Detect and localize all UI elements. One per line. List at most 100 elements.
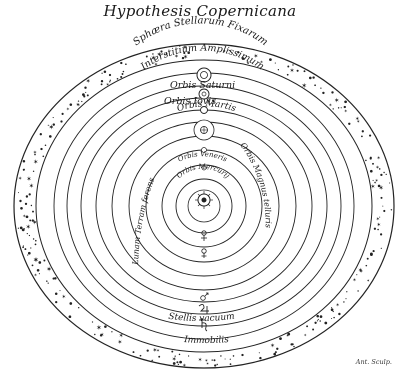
star-dot xyxy=(32,219,34,221)
star-dot xyxy=(20,227,23,230)
star-dot xyxy=(381,248,382,249)
star-dot xyxy=(70,103,73,106)
label-saturn: Orbis Saturni xyxy=(170,80,235,91)
star-dot xyxy=(317,320,318,321)
star-icon: ✶ xyxy=(328,102,332,108)
star-dot xyxy=(372,163,374,165)
star-dot xyxy=(379,168,381,170)
star-icon: ✶ xyxy=(182,363,186,369)
star-dot xyxy=(214,364,216,366)
star-dot xyxy=(158,356,160,358)
star-dot xyxy=(324,322,327,325)
star-dot xyxy=(40,133,42,135)
star-dot xyxy=(23,160,26,163)
sun-icon xyxy=(195,191,213,209)
star-dot xyxy=(78,307,79,308)
star-dot xyxy=(338,107,339,108)
star-dot xyxy=(366,265,368,267)
star-dot xyxy=(101,73,102,74)
star-dot xyxy=(29,193,31,195)
star-dot xyxy=(173,362,176,365)
label-magnus: Orbis Magnus telluris xyxy=(238,141,272,228)
star-dot xyxy=(40,148,42,150)
star-dot xyxy=(333,311,334,312)
star-dot xyxy=(297,70,299,72)
star-dot xyxy=(346,291,347,292)
star-dot xyxy=(111,331,112,332)
star-dot xyxy=(188,355,189,356)
star-dot xyxy=(85,92,86,93)
star-icon: ✶ xyxy=(119,332,124,339)
star-icon: ✶ xyxy=(377,222,382,229)
star-dot xyxy=(22,246,24,248)
star-dot xyxy=(19,200,21,202)
star-dot xyxy=(87,94,89,96)
star-dot xyxy=(216,364,217,365)
star-dot xyxy=(269,58,272,61)
star-dot xyxy=(55,301,57,303)
star-dot xyxy=(101,83,103,85)
star-dot xyxy=(104,325,107,328)
star-dot xyxy=(33,171,34,172)
star-dot xyxy=(109,74,111,76)
star-dot xyxy=(306,325,308,327)
star-dot xyxy=(133,351,135,353)
star-dot xyxy=(275,63,276,64)
star-dot xyxy=(380,174,382,176)
star-dot xyxy=(35,244,37,246)
star-dot xyxy=(292,64,293,65)
star-icon: ✶ xyxy=(336,303,340,309)
star-icon: ✶ xyxy=(76,102,80,108)
star-dot xyxy=(331,308,334,311)
star-dot xyxy=(100,334,102,336)
star-icon: ✶ xyxy=(367,278,371,283)
star-icon: ✶ xyxy=(29,182,35,190)
star-dot xyxy=(37,269,40,272)
label-mercury: Orbis Mercurij xyxy=(175,163,231,181)
star-dot xyxy=(348,123,350,125)
star-dot xyxy=(341,107,342,108)
star-dot xyxy=(182,57,184,59)
star-dot xyxy=(380,197,382,199)
star-dot xyxy=(33,238,34,239)
star-dot xyxy=(42,155,44,157)
star-icon: ✶ xyxy=(46,265,52,273)
star-icon: ✶ xyxy=(359,268,364,275)
star-dot xyxy=(27,255,28,256)
star-dot xyxy=(304,70,306,72)
star-icon: ✶ xyxy=(33,159,38,166)
star-dot xyxy=(322,92,324,94)
star-dot xyxy=(24,248,26,250)
star-dot xyxy=(23,245,24,246)
star-dot xyxy=(369,135,371,137)
star-dot xyxy=(361,136,363,138)
star-dot xyxy=(370,157,372,159)
star-dot xyxy=(389,182,390,183)
star-dot xyxy=(316,315,319,318)
star-dot xyxy=(28,252,31,255)
star-dot xyxy=(92,321,93,322)
star-icon: ✶ xyxy=(26,224,31,231)
star-dot xyxy=(309,77,312,80)
star-dot xyxy=(333,108,334,109)
star-dot xyxy=(122,73,124,75)
star-dot xyxy=(279,337,282,340)
star-icon: ✶ xyxy=(301,82,307,90)
star-icon: ✶ xyxy=(172,356,177,363)
star-dot xyxy=(18,228,19,229)
star-dot xyxy=(290,343,292,345)
engraver-signature: Ant. Sculp. xyxy=(356,358,392,366)
star-dot xyxy=(373,250,375,252)
star-dot xyxy=(287,333,290,336)
star-dot xyxy=(140,355,142,357)
star-dot xyxy=(146,56,148,58)
star-dot xyxy=(78,100,79,101)
star-icon: ✶ xyxy=(334,97,339,104)
star-dot xyxy=(23,169,25,171)
star-icon: ✶ xyxy=(22,213,26,219)
star-dot xyxy=(48,125,49,126)
star-dot xyxy=(35,240,37,242)
mars-symbol-icon xyxy=(201,293,208,300)
star-dot xyxy=(54,277,56,279)
star-icon: ✶ xyxy=(344,108,348,114)
